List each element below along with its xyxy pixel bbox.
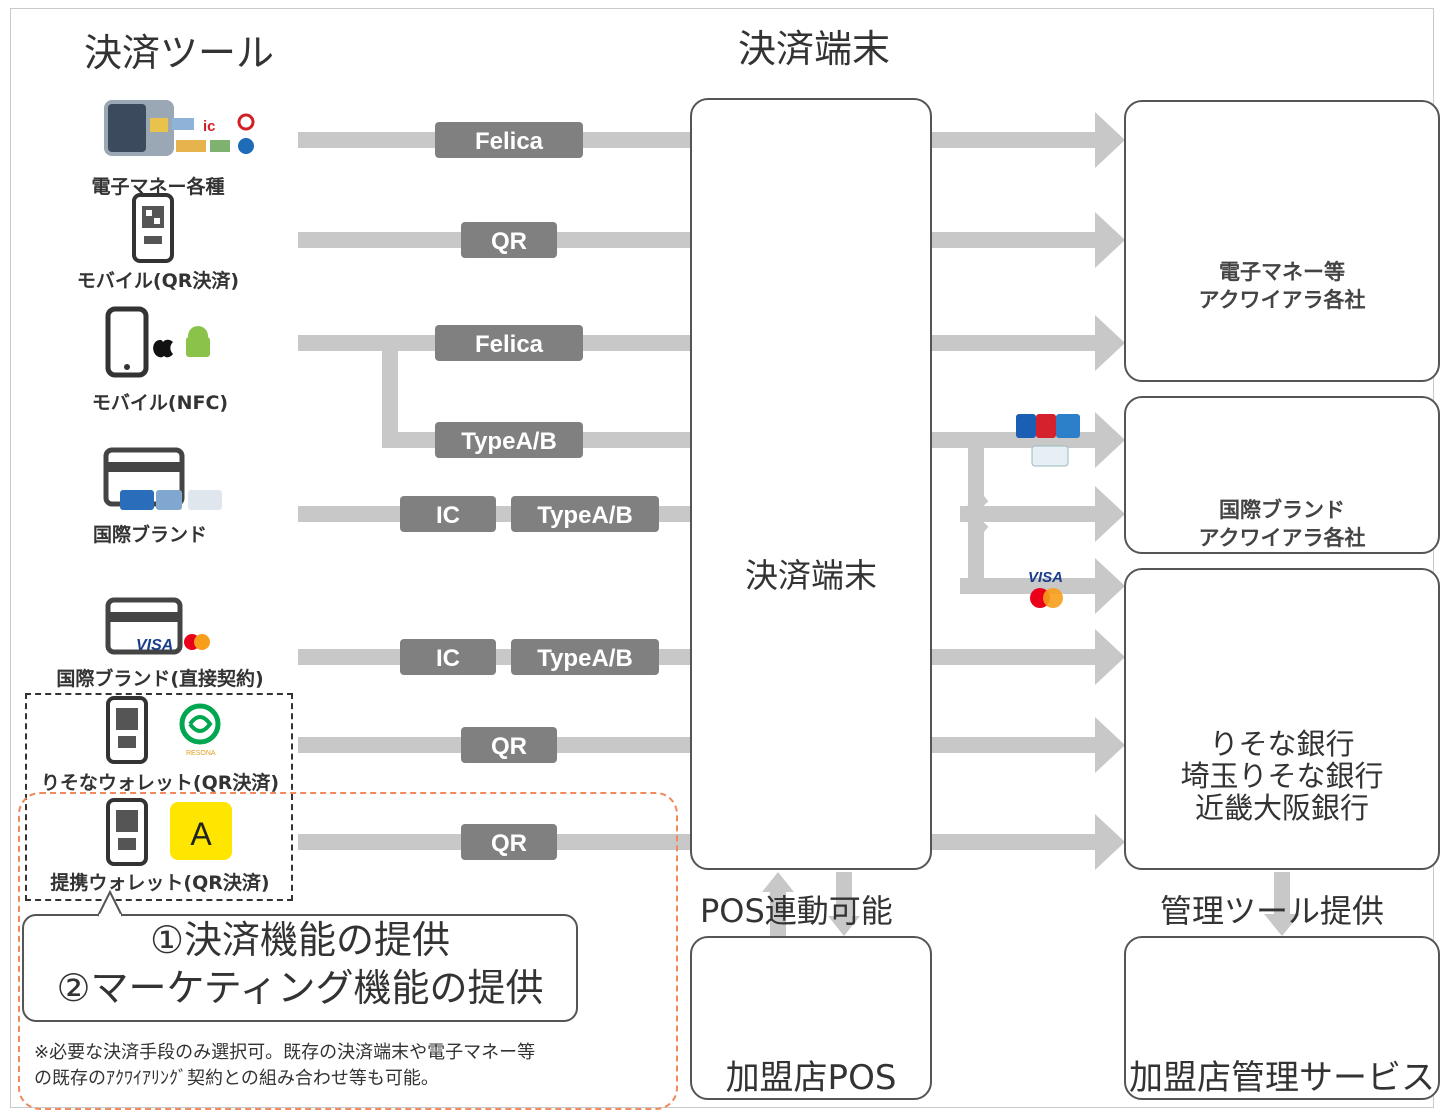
pill-text: QR (491, 228, 527, 255)
offering-highlight-box (18, 792, 678, 1110)
pill-qr-3 (461, 824, 557, 860)
payment-terminal-box: 決済端末 (690, 98, 932, 870)
tool-label-resona-wallet: りそなウォレット(QR決済) (40, 772, 280, 794)
heading-payment-tools: 決済ツール (84, 31, 275, 75)
acquirer-box-banks: りそな銀行 埼玉りそな銀行 近畿大阪銀行 (1124, 568, 1440, 870)
mobile-qr-resona-icon: RESONA (106, 696, 221, 764)
merchant-management-label: 加盟店管理サービス (1129, 1058, 1435, 1098)
pill-ic-2 (400, 639, 496, 675)
mgmt-arrow (1264, 872, 1300, 936)
pill-typeab-1 (435, 422, 583, 458)
acquirer-box-brand: 国際ブランド アクワイアラ各社 (1124, 396, 1440, 554)
pill-qr-1 (461, 222, 557, 258)
output-arrows (762, 112, 1300, 936)
pill-text: TypeA/B (537, 645, 633, 672)
pill-text: Felica (475, 128, 544, 155)
svg-text:VISA: VISA (1028, 569, 1063, 586)
svg-text:VISA: VISA (136, 637, 173, 654)
pill-felica-2 (435, 325, 583, 361)
pill-text: QR (491, 830, 527, 857)
pill-text: Felica (475, 331, 544, 358)
pill-typeab-2 (511, 496, 659, 532)
tool-label-mobile-nfc: モバイル(NFC) (91, 392, 229, 414)
bank-name-saitama-resona: 埼玉りそな銀行 (1180, 759, 1384, 793)
feature-callout-box: ①決済機能の提供 ②マーケティング機能の提供 (22, 914, 578, 1022)
arrow-out-9 (932, 814, 1125, 870)
mobile-nfc-icon (105, 306, 210, 378)
pill-qr-2 (461, 727, 557, 763)
partner-wallet-badge-letter: A (190, 816, 212, 852)
footnote-line-1: ※必要な決済手段のみ選択可。既存の決済端末や電子マネー等 (34, 1042, 536, 1063)
callout-line-1: ①決済機能の提供 (149, 918, 451, 962)
pill-text: QR (491, 733, 527, 760)
credit-card-visa-icon: VISA (105, 597, 210, 655)
brand-badges-jcb-amex (1016, 414, 1080, 467)
pill-text: TypeA/B (461, 428, 557, 455)
bank-name-resona: りそな銀行 (1209, 727, 1355, 761)
heading-payment-terminal: 決済端末 (738, 27, 891, 71)
merchant-management-box: 加盟店管理サービス (1124, 936, 1440, 1100)
tool-label-partner-wallet: 提携ウォレット(QR決済) (50, 872, 270, 894)
footnote: ※必要な決済手段のみ選択可。既存の決済端末や電子マネー等 の既存のｱｸﾜｲｱﾘﾝ… (34, 1040, 535, 1092)
pill-text: IC (436, 645, 460, 672)
mobile-qr-partner-icon (106, 798, 232, 866)
merchant-pos-label: 加盟店POS (725, 1058, 897, 1098)
arrow-out-8 (932, 717, 1125, 773)
mobile-qr-icon (132, 193, 174, 263)
svg-text:ic: ic (203, 118, 216, 135)
pos-link-heading: POS連動可能 (700, 892, 893, 930)
ic-card-icon: ic (104, 100, 255, 156)
arrow-out-2 (932, 212, 1125, 268)
pill-text: TypeA/B (537, 502, 633, 529)
payment-terminal-label: 決済端末 (745, 556, 877, 595)
callout-pointer (97, 889, 123, 918)
acquirer-emoney-line-2: アクワイアラ各社 (1198, 288, 1366, 312)
arrow-out-6 (960, 558, 1125, 614)
arrow-out-5 (960, 486, 1125, 542)
pos-link-arrows (762, 872, 860, 936)
tool-label-mobile-qr: モバイル(QR決済) (76, 270, 240, 292)
acquirer-box-emoney: 電子マネー等 アクワイアラ各社 (1124, 100, 1440, 382)
pill-text: IC (436, 502, 460, 529)
channel-pills (400, 122, 659, 860)
pill-typeab-3 (511, 639, 659, 675)
footnote-line-2: の既存のｱｸﾜｲｱﾘﾝｸﾞ契約との組み合わせ等も可能。 (34, 1068, 439, 1089)
arrow-out-3 (932, 315, 1125, 371)
pill-ic-1 (400, 496, 496, 532)
acquirer-brand-line-1: 国際ブランド (1219, 498, 1345, 522)
brand-badges-visa-mastercard: VISA (1028, 569, 1063, 608)
bank-name-kinki-osaka: 近畿大阪銀行 (1194, 791, 1369, 825)
merchant-pos-box: 加盟店POS (690, 936, 932, 1100)
mgmt-tool-heading: 管理ツール提供 (1160, 892, 1385, 930)
acquirer-emoney-line-1: 電子マネー等 (1219, 260, 1345, 284)
svg-text:RESONA: RESONA (186, 750, 216, 757)
arrow-out-7 (932, 629, 1125, 685)
tool-label-intl-brand-direct: 国際ブランド(直接契約) (56, 668, 264, 690)
tool-label-intl-brand: 国際ブランド (92, 524, 208, 546)
callout-line-2: ②マーケティング機能の提供 (56, 966, 544, 1010)
tool-label-emoney: 電子マネー各種 (91, 176, 225, 198)
pill-felica-1 (435, 122, 583, 158)
arrow-out-1 (932, 112, 1125, 168)
diagram-frame (10, 8, 1434, 1108)
credit-card-icon (103, 447, 222, 510)
acquirer-brand-line-2: アクワイアラ各社 (1198, 526, 1366, 550)
